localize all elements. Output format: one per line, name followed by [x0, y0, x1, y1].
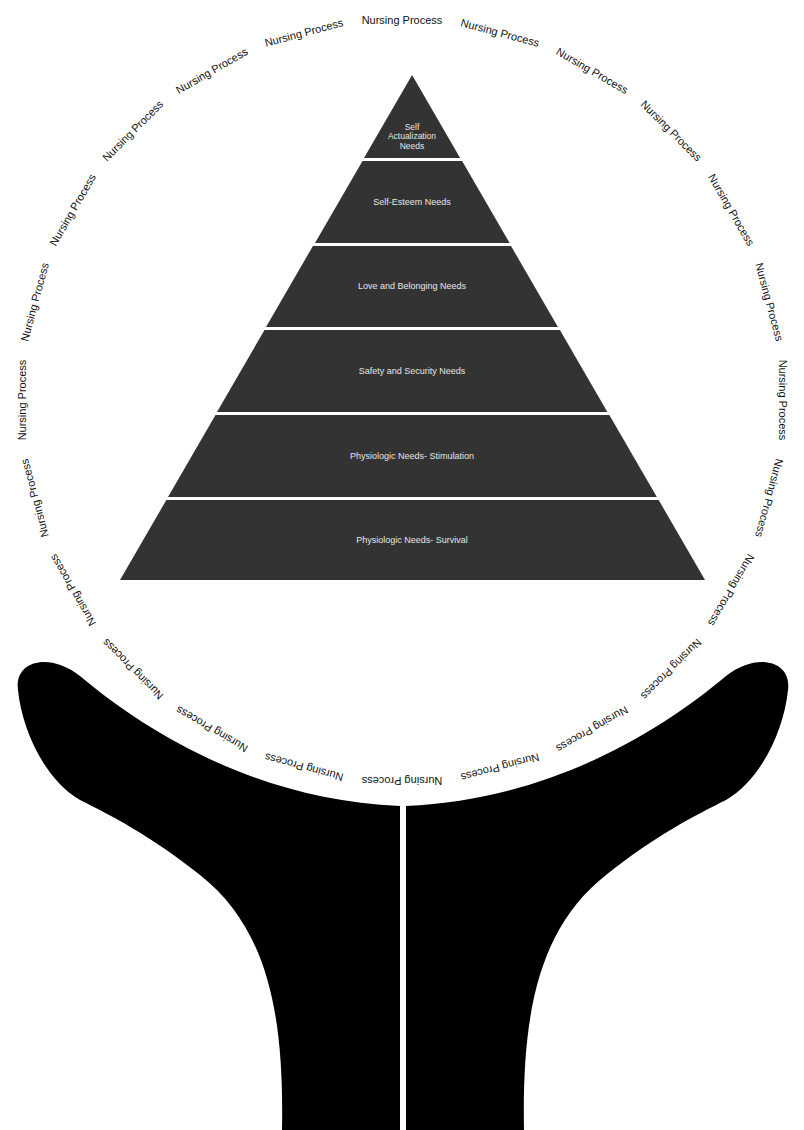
ring-label: Nursing Process	[638, 636, 703, 701]
ring-label: Nursing Process	[638, 99, 703, 164]
need-label: Self-Esteem Needs	[373, 197, 451, 207]
ring-label: Nursing Process	[460, 17, 541, 49]
ring-label: Nursing Process	[19, 261, 51, 342]
ring-label: Nursing Process	[17, 360, 28, 441]
band-fill	[168, 415, 657, 497]
pyramid-band: Physiologic Needs- Survival	[120, 500, 705, 580]
ring-label: Nursing Process	[777, 360, 788, 441]
need-label: Physiologic Needs- Survival	[356, 535, 468, 545]
ring-label: Nursing Process	[706, 552, 756, 627]
ring-label: Nursing Process	[19, 458, 51, 539]
ring-label: Nursing Process	[554, 46, 629, 96]
ring-label: Nursing Process	[753, 261, 785, 342]
ring-label: Nursing Process	[174, 46, 249, 96]
need-label: Physiologic Needs- Stimulation	[350, 451, 474, 461]
pyramid-band: Love and Belonging Needs	[266, 246, 558, 327]
ring-label: Nursing Process	[362, 15, 443, 26]
band-fill	[315, 161, 510, 243]
ring-label: Nursing Process	[706, 172, 756, 247]
ring-label: Nursing Process	[48, 552, 98, 627]
pyramid-band: Safety and Security Needs	[217, 330, 607, 412]
right-hand	[406, 662, 788, 1130]
band-fill	[364, 75, 460, 158]
ring-label: Nursing Process	[263, 17, 344, 49]
ring-label: Nursing Process	[753, 458, 785, 539]
ring-label: Nursing Process	[101, 636, 166, 701]
ring-label: Nursing Process	[174, 704, 249, 754]
ring-label: Nursing Process	[101, 99, 166, 164]
ring-label: Nursing Process	[48, 172, 98, 247]
need-label: Self Actualization Needs	[381, 123, 443, 152]
ring-label: Nursing Process	[554, 704, 629, 754]
left-hand	[18, 662, 400, 1130]
band-fill	[266, 246, 558, 327]
ring-label: Nursing Process	[263, 751, 344, 783]
ring-label: Nursing Process	[362, 775, 443, 786]
pyramid-band: Physiologic Needs- Stimulation	[168, 415, 657, 497]
pyramid-band: Self Actualization Needs	[364, 75, 460, 158]
need-label: Safety and Security Needs	[359, 366, 466, 376]
band-fill	[120, 500, 705, 580]
need-label: Love and Belonging Needs	[358, 281, 466, 291]
band-fill	[217, 330, 607, 412]
ring-label: Nursing Process	[460, 751, 541, 783]
pyramid-band: Self-Esteem Needs	[315, 161, 510, 243]
